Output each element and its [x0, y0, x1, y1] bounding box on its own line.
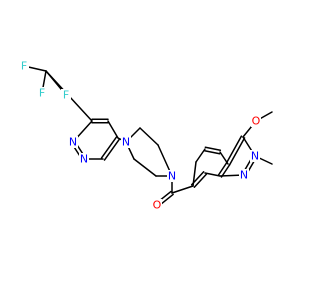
atom-label-f: F [21, 60, 27, 73]
bond [204, 146, 222, 151]
bond [195, 148, 206, 163]
molecule-diagram: F F F N N N N [19, 60, 273, 212]
bond-layer [23, 65, 273, 208]
bond [225, 135, 243, 164]
bond [203, 150, 221, 155]
atom-n-piperazine-1: N [121, 136, 131, 149]
bond [171, 185, 194, 194]
bond [217, 162, 228, 176]
atom-label-n: N [168, 170, 176, 183]
bond [228, 137, 246, 166]
bond [103, 138, 121, 161]
atom-label-f: F [63, 89, 69, 102]
structure-canvas: F F F N N N N [19, 59, 273, 212]
atom-label-n: N [251, 150, 259, 163]
atom-label-n: N [240, 169, 248, 182]
atom-o-carbonyl: O [152, 199, 162, 212]
atom-f3: F [61, 89, 71, 102]
atom-n-pyridazine-2: N [79, 153, 89, 166]
atom-label-n: N [69, 136, 77, 149]
atom-o-methoxy: O [251, 115, 261, 128]
atom-label-o: O [153, 199, 162, 212]
atom-label-layer: F F F N N N N [19, 60, 261, 212]
bond [100, 136, 118, 159]
atom-n-indazole-1: N [239, 169, 249, 182]
bond [133, 158, 157, 177]
bond [220, 164, 231, 178]
bond [139, 127, 159, 146]
atom-f1: F [37, 87, 47, 100]
atom-f2: F [19, 60, 29, 73]
atom-n-piperazine-2: N [167, 170, 177, 183]
bond [192, 161, 197, 187]
atom-label-n: N [122, 136, 130, 149]
atom-label-f: F [39, 87, 45, 100]
bond [193, 173, 208, 188]
atom-n-pyridazine-1: N [68, 136, 78, 149]
atom-label-o: O [252, 115, 261, 128]
atom-label-n: N [80, 153, 88, 166]
bond [107, 120, 119, 139]
atom-n-indazole-2: N [250, 150, 260, 163]
bond [204, 172, 221, 177]
